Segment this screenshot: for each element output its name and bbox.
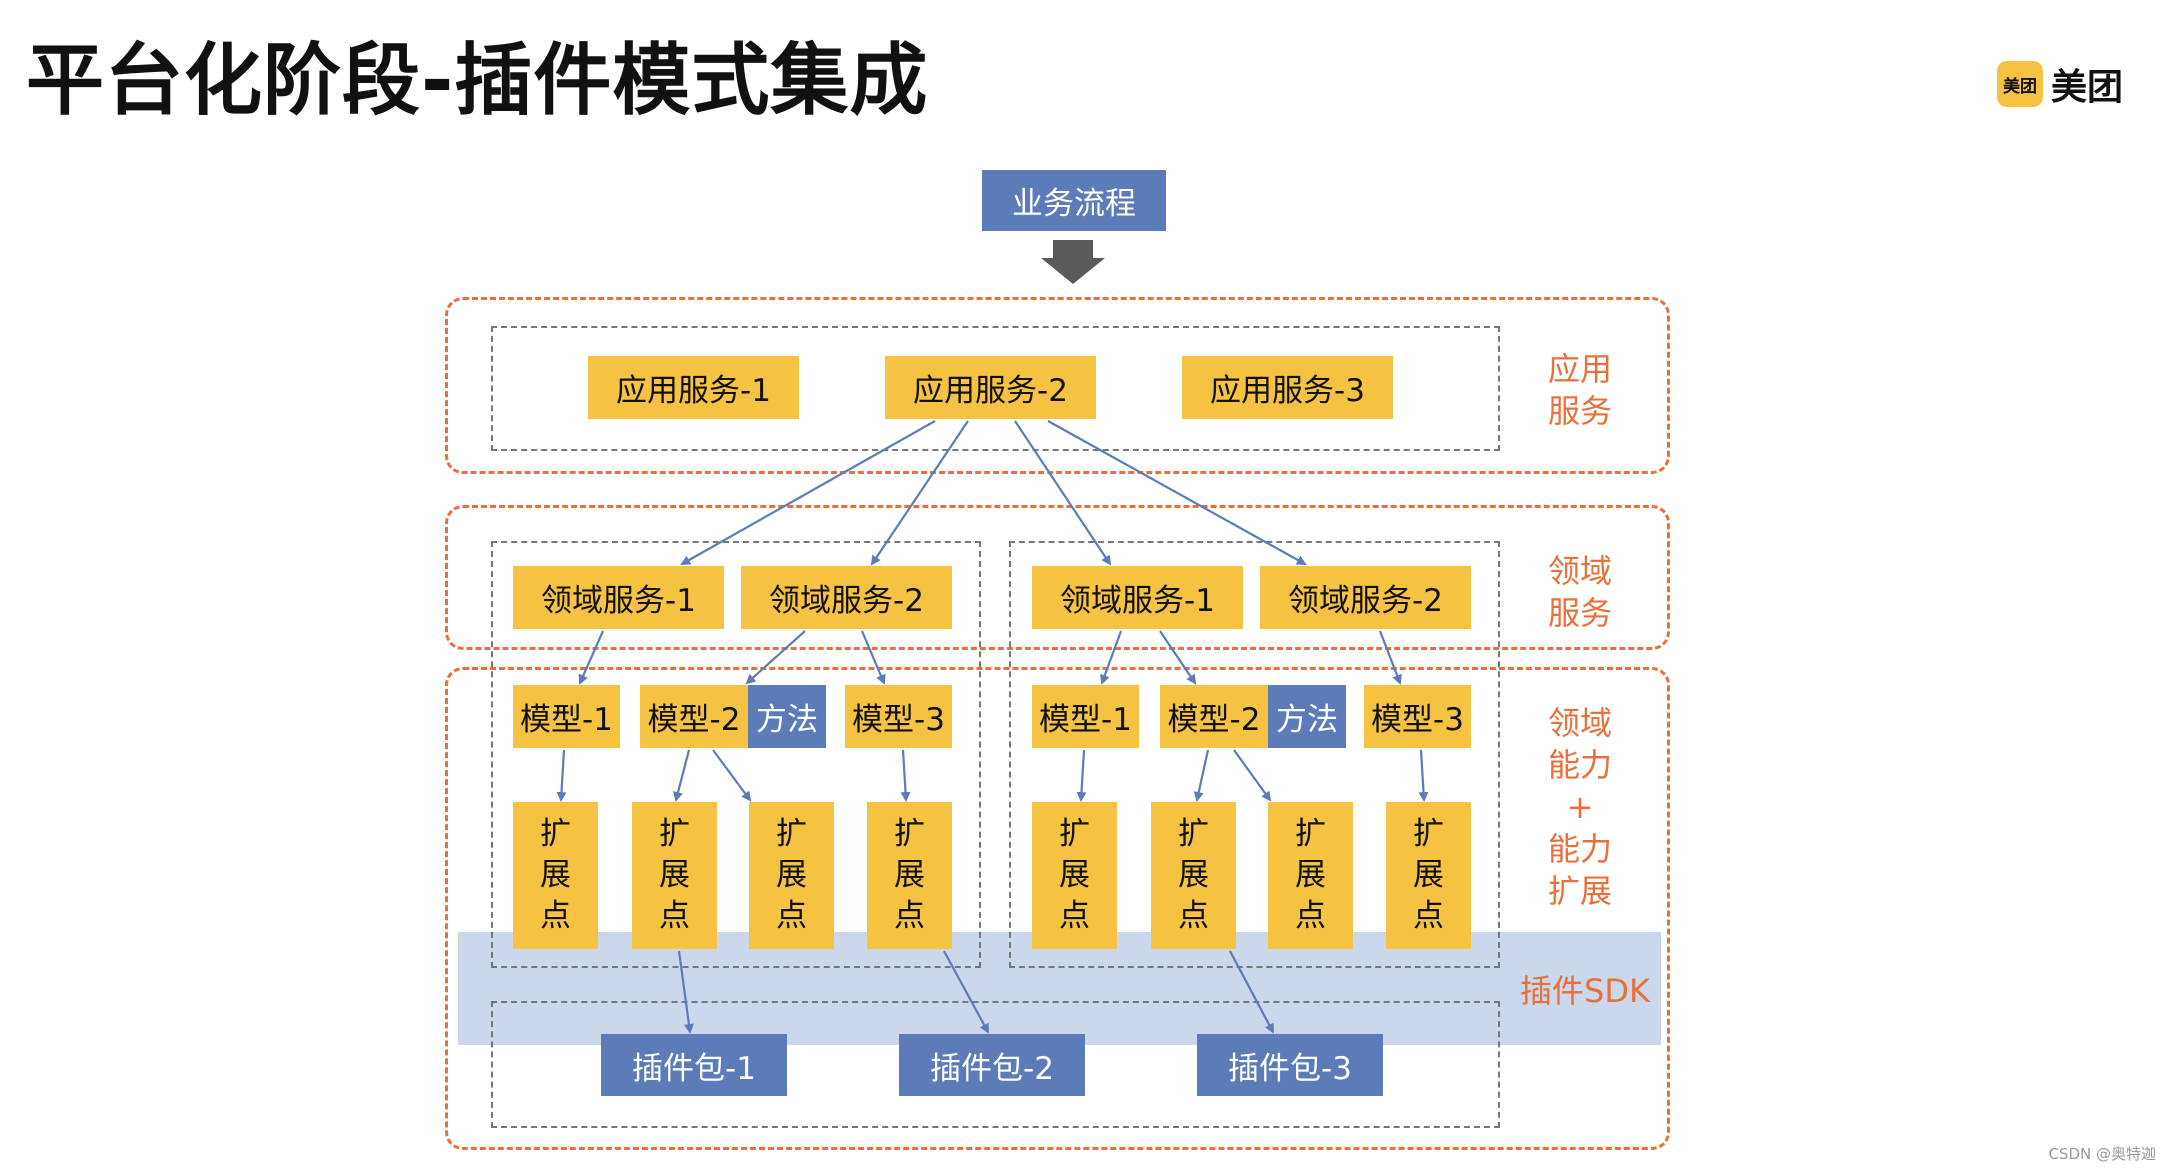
ext-char: 点	[659, 898, 690, 934]
ext-char: 展	[540, 857, 571, 893]
page-title: 平台化阶段-插件模式集成	[26, 36, 929, 126]
method-right: 方法	[1268, 685, 1346, 748]
watermark: CSDN @奥特迦	[2048, 1145, 2156, 1163]
ext-char: 展	[1295, 857, 1326, 893]
ext-char: 扩	[540, 816, 571, 852]
app-service-2: 应用服务-2	[885, 356, 1096, 419]
ext-char: 扩	[776, 816, 807, 852]
logo-text: 美团	[2051, 67, 2124, 108]
extension-point-left-1: 扩展点	[513, 802, 598, 949]
ext-char: 扩	[1059, 816, 1090, 852]
ext-char: 扩	[1413, 816, 1444, 852]
model-left-1: 模型-1	[513, 685, 620, 748]
extension-point-left-3: 扩展点	[749, 802, 834, 949]
ext-char: 点	[540, 898, 571, 934]
layer-label-app: 应用 服务	[1535, 348, 1625, 432]
layer-label-line: 领域	[1547, 552, 1612, 590]
app-service-1: 应用服务-1	[588, 356, 799, 419]
brand-logo: 美团 美团	[1997, 58, 2123, 110]
extension-point-left-4: 扩展点	[867, 802, 952, 949]
plugins-group	[491, 1001, 1500, 1128]
logo-badge-icon: 美团	[1997, 61, 2043, 107]
domain-service-right-1: 领域服务-1	[1032, 566, 1243, 629]
extension-point-right-3: 扩展点	[1268, 802, 1353, 949]
domain-service-left-1: 领域服务-1	[513, 566, 724, 629]
layer-label-line: 扩展	[1547, 872, 1612, 910]
model-right-2: 模型-2	[1160, 685, 1268, 748]
layer-label-line: 服务	[1547, 594, 1612, 632]
ext-char: 扩	[894, 816, 925, 852]
ext-char: 展	[659, 857, 690, 893]
extension-point-right-2: 扩展点	[1151, 802, 1236, 949]
ext-char: 点	[1295, 898, 1326, 934]
ext-char: 点	[1413, 898, 1444, 934]
layer-label-line: 能力	[1547, 746, 1612, 784]
ext-char: 展	[776, 857, 807, 893]
ext-char: 扩	[1178, 816, 1209, 852]
capability-layer-frame	[445, 667, 1670, 1150]
ext-char: 展	[1059, 857, 1090, 893]
plugin-sdk-band	[458, 932, 1661, 1045]
app-services-group	[491, 326, 1500, 451]
down-arrow-icon	[1041, 240, 1105, 284]
ext-char: 展	[1178, 857, 1209, 893]
model-left-3: 模型-3	[845, 685, 952, 748]
ext-char: 点	[776, 898, 807, 934]
domain-service-left-2: 领域服务-2	[741, 566, 952, 629]
layer-label-line: 能力	[1547, 830, 1612, 868]
app-service-3: 应用服务-3	[1182, 356, 1393, 419]
ext-char: 扩	[659, 816, 690, 852]
layer-label-line: +	[1566, 788, 1594, 826]
extension-point-right-1: 扩展点	[1032, 802, 1117, 949]
extension-point-left-2: 扩展点	[632, 802, 717, 949]
ext-char: 点	[1059, 898, 1090, 934]
plugin-package-2: 插件包-2	[899, 1034, 1085, 1096]
ext-char: 展	[894, 857, 925, 893]
ext-char: 点	[894, 898, 925, 934]
layer-label-line: 领域	[1547, 704, 1612, 742]
domain-service-right-2: 领域服务-2	[1260, 566, 1471, 629]
plugin-package-3: 插件包-3	[1197, 1034, 1383, 1096]
model-right-1: 模型-1	[1032, 685, 1139, 748]
layer-label-capability: 领域 能力 + 能力 扩展	[1535, 702, 1625, 912]
business-flow-node: 业务流程	[982, 170, 1166, 231]
method-left: 方法	[748, 685, 826, 748]
plugin-package-1: 插件包-1	[601, 1034, 787, 1096]
layer-label-domain: 领域 服务	[1535, 550, 1625, 634]
ext-char: 扩	[1295, 816, 1326, 852]
ext-char: 展	[1413, 857, 1444, 893]
extension-point-right-4: 扩展点	[1386, 802, 1471, 949]
layer-label-line: 应用	[1547, 350, 1612, 388]
model-left-2: 模型-2	[640, 685, 748, 748]
layer-label-sdk: 插件SDK	[1520, 972, 1650, 1010]
model-right-3: 模型-3	[1364, 685, 1471, 748]
layer-label-line: 服务	[1547, 392, 1612, 430]
ext-char: 点	[1178, 898, 1209, 934]
